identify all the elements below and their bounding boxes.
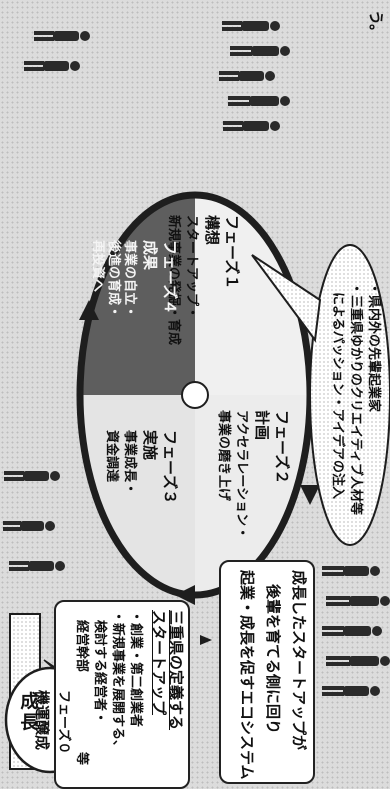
ecosystem-line2: 後輩を育てる側に回り xyxy=(264,584,282,735)
phase1-subtitle: 構想 xyxy=(203,215,221,246)
startup-box-line2: ・新規事業を展開する、 xyxy=(110,610,125,754)
cycle-arrowhead-bottom xyxy=(79,300,99,320)
phase1-quadrant xyxy=(195,195,310,395)
people-silhouettes-icon xyxy=(322,566,390,696)
ecosystem-line1: 成長したスタートアップが xyxy=(290,570,308,751)
phase3-body1: 事業成長・ xyxy=(122,430,137,496)
startup-box-line1: ・創業・第二創業者 xyxy=(128,610,143,728)
phase4-title: フェーズ４ xyxy=(161,240,179,315)
phase1-body1: スタートアップ・ xyxy=(184,215,199,320)
people-silhouettes-icon xyxy=(219,21,290,131)
cycle-center xyxy=(181,381,209,409)
phase3-title: フェーズ３ xyxy=(161,430,179,505)
phase0-title: フェーズ０ xyxy=(56,690,71,755)
phase4-body3: 再投資へ xyxy=(90,240,105,293)
startup-box-line4: 経営幹部 xyxy=(74,620,89,673)
phase1-title: フェーズ１ xyxy=(223,215,241,290)
startup-definition-box: 三重県の定義する スタートアップ ・創業・第二創業者 ・新規事業を展開する、 検… xyxy=(54,600,190,789)
phase2-title: フェーズ２ xyxy=(273,410,291,485)
bubble-line2: ・三重県ゆかりのクリエイティブ人材等 xyxy=(348,282,363,515)
bubble-line3: によるパッション・アイデアの注入 xyxy=(330,292,345,499)
phase4-body1: 事業の自立・ xyxy=(122,240,137,319)
phase2-quadrant xyxy=(195,395,310,595)
phase4-body2: 後進の育成・ xyxy=(106,240,121,319)
phase4-quadrant xyxy=(80,195,195,395)
phase2-body1: アクセラレーション・ xyxy=(234,410,249,540)
cycle-arrowhead-top xyxy=(300,485,320,505)
startup-box-suffix: 等 xyxy=(74,752,89,766)
phase2-body2: 事業の磨き上げ xyxy=(216,410,231,502)
ecosystem-line3: 起業・成長を促すエコシステム xyxy=(238,570,256,780)
phase3-body2: 資金調達 xyxy=(104,430,119,483)
phase0-label: 機運醸成 xyxy=(33,690,51,751)
phase4-subtitle: 成果 xyxy=(141,240,159,271)
top-fragment: う。 xyxy=(367,10,385,40)
phase3-subtitle: 実施 xyxy=(141,430,159,461)
bubble-line1: ・県内外の先輩起業家 xyxy=(366,282,381,413)
people-silhouettes-icon xyxy=(3,31,90,571)
cycle-diagram xyxy=(76,191,320,605)
startup-box-line3: 検討する経営者・ xyxy=(92,620,107,725)
passion-bubble xyxy=(251,244,390,546)
cycle-arrowhead-right xyxy=(175,585,195,605)
startup-box-title: 三重県の定義する スタートアップ xyxy=(149,610,185,731)
phase2-subtitle: 計画 xyxy=(253,410,271,441)
phase3-quadrant xyxy=(80,395,195,595)
ecosystem-box: 成長したスタートアップが 後輩を育てる側に回り 起業・成長を促すエコシステム xyxy=(219,560,315,784)
